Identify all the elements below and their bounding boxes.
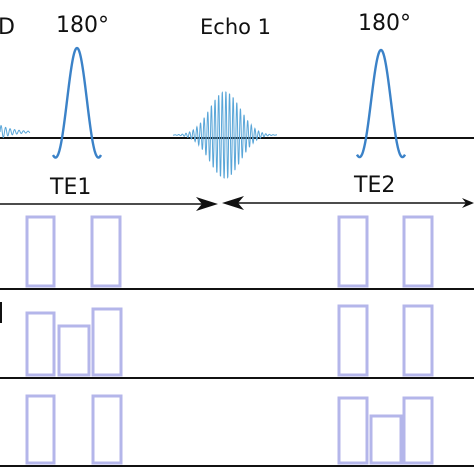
gradient-lobe	[90, 215, 122, 288]
pulse-label-1: 180°	[56, 13, 109, 38]
gradient-crusher-lobe	[57, 324, 91, 377]
gradient-lobe	[337, 304, 369, 377]
te2-arrow-head-left	[222, 196, 244, 210]
gradient-lobe	[337, 215, 369, 288]
gradient-lobe	[91, 307, 123, 377]
echo-label: Echo 1	[200, 15, 271, 39]
gradient-lobe	[25, 311, 56, 377]
gradient-lobe	[402, 304, 434, 377]
gradient-lobe	[402, 396, 434, 465]
gradient-lobe	[402, 215, 434, 288]
gradient-lobe	[25, 394, 56, 465]
te2-label: TE2	[353, 173, 395, 198]
gradient-lobe	[337, 396, 369, 465]
fid-label-fragment: D	[0, 15, 15, 40]
te1-label: TE1	[49, 175, 91, 200]
te1-arrow-head	[196, 197, 218, 211]
gradient-crusher-lobe	[369, 414, 403, 465]
gradient-lobe	[91, 394, 123, 465]
rf-pulse-1	[51, 46, 103, 159]
echo-signal	[172, 91, 278, 179]
gradient-lobe	[25, 215, 56, 288]
fid-signal	[0, 124, 31, 139]
rf-pulse-2	[355, 48, 407, 159]
te2-arrow-head-right	[462, 198, 474, 208]
pulse-label-2: 180°	[358, 11, 411, 36]
